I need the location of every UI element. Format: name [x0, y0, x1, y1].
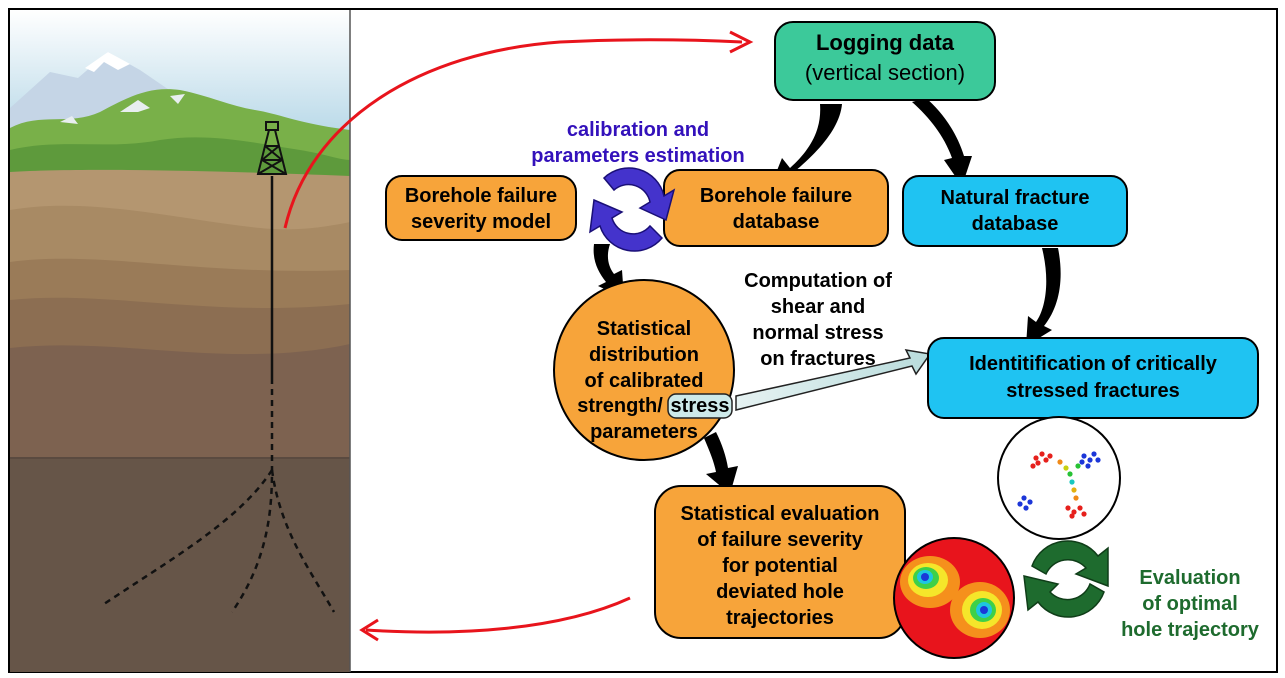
stat-dist-line2: distribution: [589, 344, 699, 366]
calibration-line1: calibration and: [567, 119, 709, 141]
wellbore-branch-2: [103, 469, 274, 606]
logging-title: Logging data: [816, 30, 955, 55]
snow-cap: [85, 52, 130, 72]
stat-dist-line4: strength/: [577, 395, 663, 417]
red-arrow-top: [283, 30, 754, 229]
stat-dist-stress: stress: [671, 395, 730, 417]
node-logging-data: Logging data (vertical section): [774, 21, 996, 101]
eval-line3: for potential: [722, 555, 838, 577]
computation-label: Computation of shear and normal stress o…: [744, 270, 892, 370]
severity-model-line2: severity model: [411, 211, 551, 233]
geology-panel: [10, 10, 350, 672]
arrow-logging-to-fracture-db: [912, 98, 972, 186]
eval-line1: Statistical evaluation: [681, 503, 880, 525]
arrow-logging-to-failure-db: [770, 104, 842, 188]
layer-5: [10, 458, 350, 672]
stress-highlight: [667, 393, 733, 419]
optimal-line3: hole trajectory: [1121, 619, 1260, 641]
calibration-cycle-icon: [589, 167, 676, 252]
node-fracture-database: Natural fracture database: [902, 175, 1128, 247]
optimal-line2: of optimal: [1142, 593, 1238, 615]
stat-dist-line5: parameters: [590, 421, 698, 443]
hill-snow: [60, 94, 185, 124]
eval-line4: deviated hole: [716, 581, 844, 603]
failure-db-line2: database: [733, 211, 820, 233]
eval-line2: of failure severity: [697, 529, 864, 551]
arrow-distribution-to-eval: [704, 432, 738, 494]
stat-dist-line3: of calibrated: [585, 370, 704, 392]
calibration-line2: parameters estimation: [531, 145, 744, 167]
severity-model-line1: Borehole failure: [405, 185, 557, 207]
node-critical-fractures: Identitification of critically stressed …: [927, 337, 1259, 419]
computation-line2: shear and: [771, 296, 865, 318]
critical-line2: stressed fractures: [1006, 380, 1179, 402]
node-failure-database: Borehole failure database: [663, 169, 889, 247]
computation-arrow: [735, 349, 932, 411]
optimal-label: Evaluation of optimal hole trajectory: [1121, 567, 1260, 641]
computation-line1: Computation of: [744, 270, 892, 292]
drilling-rig: [256, 121, 288, 175]
arrow-fracturedb-to-critical: [1026, 248, 1061, 346]
layer-4: [10, 344, 350, 460]
eval-line5: trajectories: [726, 607, 834, 629]
calibration-label: calibration and parameters estimation: [531, 119, 744, 167]
logging-subtitle: (vertical section): [805, 60, 965, 85]
stereonet-plot: [997, 416, 1121, 540]
wellbore-branch-3: [270, 469, 336, 613]
optimization-cycle-icon: [1023, 540, 1109, 618]
computation-line3: normal stress: [752, 322, 883, 344]
fracture-db-line1: Natural fracture: [941, 187, 1090, 209]
red-arrow-bottom: [359, 596, 631, 642]
computation-line4: on fractures: [760, 348, 876, 370]
node-statistical-distribution: Statistical distribution of calibrated s…: [553, 279, 735, 461]
stereonet-points: [1017, 451, 1101, 519]
severity-sphere: [893, 537, 1015, 659]
node-severity-model: Borehole failure severity model: [385, 175, 577, 241]
critical-line1: Identitification of critically: [969, 353, 1218, 375]
fracture-db-line2: database: [972, 213, 1059, 235]
node-statistical-evaluation: Statistical evaluation of failure severi…: [654, 485, 906, 639]
stat-dist-line1: Statistical: [597, 318, 691, 340]
optimal-line1: Evaluation: [1139, 567, 1240, 589]
failure-db-line1: Borehole failure: [700, 185, 852, 207]
